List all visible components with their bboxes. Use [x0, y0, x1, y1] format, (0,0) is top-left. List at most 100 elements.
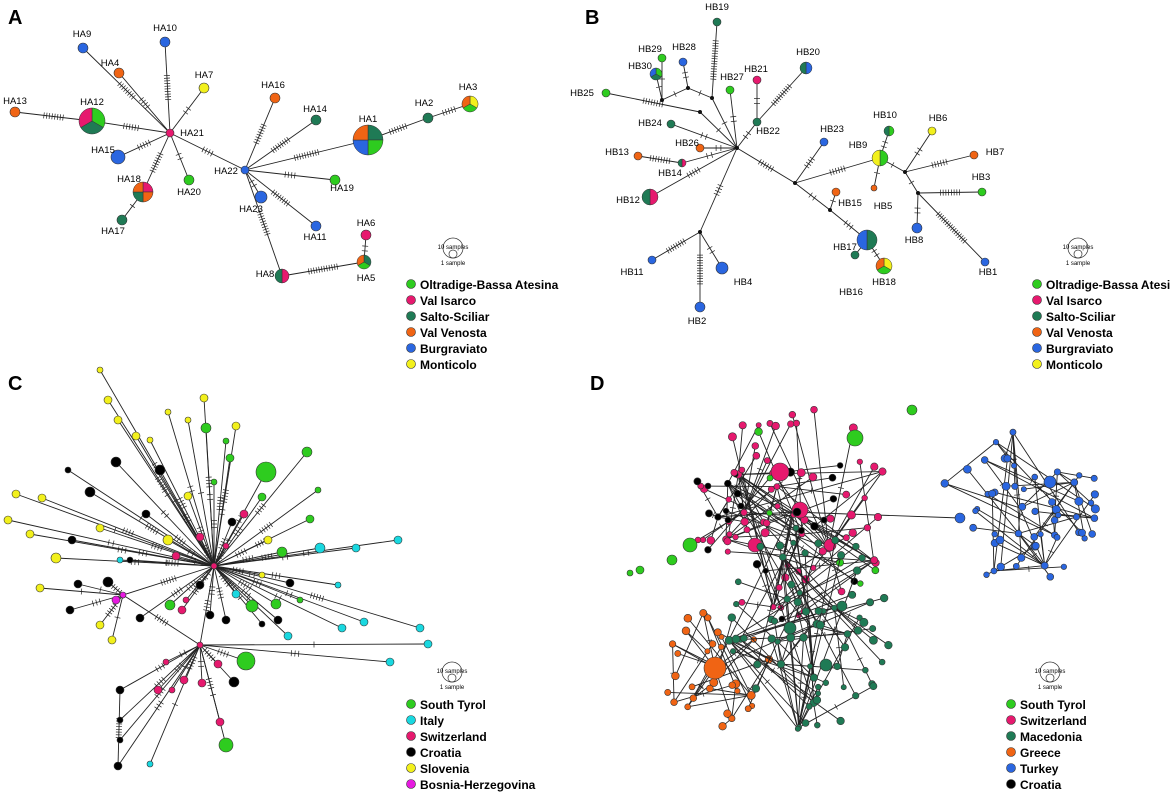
pie-slice: [356, 254, 365, 266]
mutation-tick: [762, 584, 769, 587]
haplotype-node: [799, 633, 808, 642]
haplotype-label: HB11: [620, 267, 643, 278]
haplotype-node: [740, 634, 748, 643]
legend-swatch: [406, 699, 416, 709]
haplotype-node: [991, 531, 998, 538]
haplotype-node: [77, 42, 89, 54]
mutation-tick: [178, 586, 183, 592]
mutation-tick: [123, 122, 125, 129]
mutation-tick: [199, 578, 205, 583]
mutation-tick: [712, 512, 715, 519]
mutation-tick: [238, 579, 242, 585]
haplotype-node: [787, 580, 796, 589]
haplotype-node: [801, 719, 810, 727]
mutation-tick: [396, 126, 400, 132]
mutation-tick: [762, 162, 767, 168]
mutation-tick: [772, 99, 778, 105]
network-edge: [41, 497, 215, 567]
mutation-tick: [240, 549, 245, 556]
haplotype-node: [862, 666, 869, 674]
mutation-tick: [155, 529, 159, 535]
haplotype-node: [258, 620, 266, 628]
mutation-tick: [310, 267, 313, 274]
panel-a-network: HA1HA2HA3HA4HA5HA6HA7HA8HA9HA10HA11HA12H…: [3, 23, 479, 284]
mutation-tick: [819, 562, 821, 569]
haplotype-node: [1040, 561, 1049, 570]
network-edge: [1018, 516, 1077, 534]
haplotype-node: [728, 681, 736, 689]
haplotype-node: [738, 598, 746, 606]
mutation-tick: [254, 138, 261, 142]
mutation-tick: [145, 550, 148, 557]
mutation-tick: [236, 519, 242, 523]
mutation-tick: [871, 249, 877, 253]
mutation-tick: [155, 157, 162, 161]
mutation-tick: [125, 528, 128, 535]
haplotype-node: [753, 660, 762, 669]
mutation-tick: [404, 123, 408, 130]
mutation-tick: [939, 160, 942, 167]
panel-b-scale: 10 samples 1 sample: [1063, 237, 1093, 267]
haplotype-node: [688, 683, 696, 691]
mutation-tick: [297, 650, 300, 657]
network-edge: [213, 521, 233, 567]
network-edge: [213, 565, 365, 623]
mutation-tick: [128, 529, 131, 536]
mutation-tick: [312, 593, 316, 600]
mutation-tick: [253, 572, 256, 579]
mutation-tick: [882, 140, 889, 144]
haplotype-node: [1073, 513, 1080, 521]
haplotype-node: [162, 534, 174, 546]
haplotype-node: [310, 114, 322, 126]
mutation-tick: [143, 102, 149, 107]
mutation-tick: [778, 93, 784, 99]
legend-swatch: [1032, 327, 1042, 337]
haplotype-node: [869, 635, 878, 645]
pie-slice: [132, 191, 144, 203]
haplotype-node: [880, 593, 889, 603]
haplotype-node: [766, 474, 774, 482]
mutation-tick: [164, 513, 170, 519]
network-edge: [834, 607, 889, 646]
mutation-tick: [696, 166, 701, 173]
network-edge: [721, 636, 752, 696]
haplotype-node: [1078, 528, 1086, 537]
network-edge: [917, 191, 983, 194]
pie-slice: [649, 67, 657, 78]
network-edge: [976, 508, 1019, 534]
pie-slice: [367, 139, 384, 156]
network-edge: [717, 631, 770, 660]
haplotype-node: [423, 639, 433, 649]
mutation-tick: [43, 112, 45, 119]
haplotype-node: [1090, 490, 1099, 499]
mutation-tick: [249, 179, 255, 184]
mutation-tick: [181, 505, 188, 509]
haplotype-node: [461, 95, 479, 113]
mutation-tick: [248, 585, 252, 591]
haplotype-node: [666, 554, 678, 566]
haplotype-node: [135, 613, 145, 623]
haplotype-node: [796, 468, 806, 478]
mutation-tick: [944, 220, 950, 226]
mutation-tick: [706, 153, 709, 160]
network-edge: [169, 132, 190, 181]
mutation-tick: [770, 101, 776, 107]
mutation-tick: [805, 161, 812, 166]
haplotype-node: [873, 513, 883, 522]
mutation-tick: [730, 115, 737, 118]
haplotype-node: [25, 529, 35, 539]
legend-swatch: [1032, 279, 1042, 289]
mutation-tick: [108, 607, 115, 613]
haplotype-node: [285, 578, 295, 588]
mutation-tick: [721, 121, 728, 125]
mutation-tick: [289, 591, 293, 598]
mutation-tick: [156, 478, 163, 483]
haplotype-node: [738, 421, 747, 430]
haplotype-node: [269, 92, 281, 104]
haplotype-node: [783, 621, 797, 635]
network-edge: [1057, 471, 1092, 504]
network-edge: [766, 486, 778, 524]
legend-swatch: [1032, 359, 1042, 369]
mutation-tick: [217, 648, 220, 655]
haplotype-node: [836, 716, 845, 726]
